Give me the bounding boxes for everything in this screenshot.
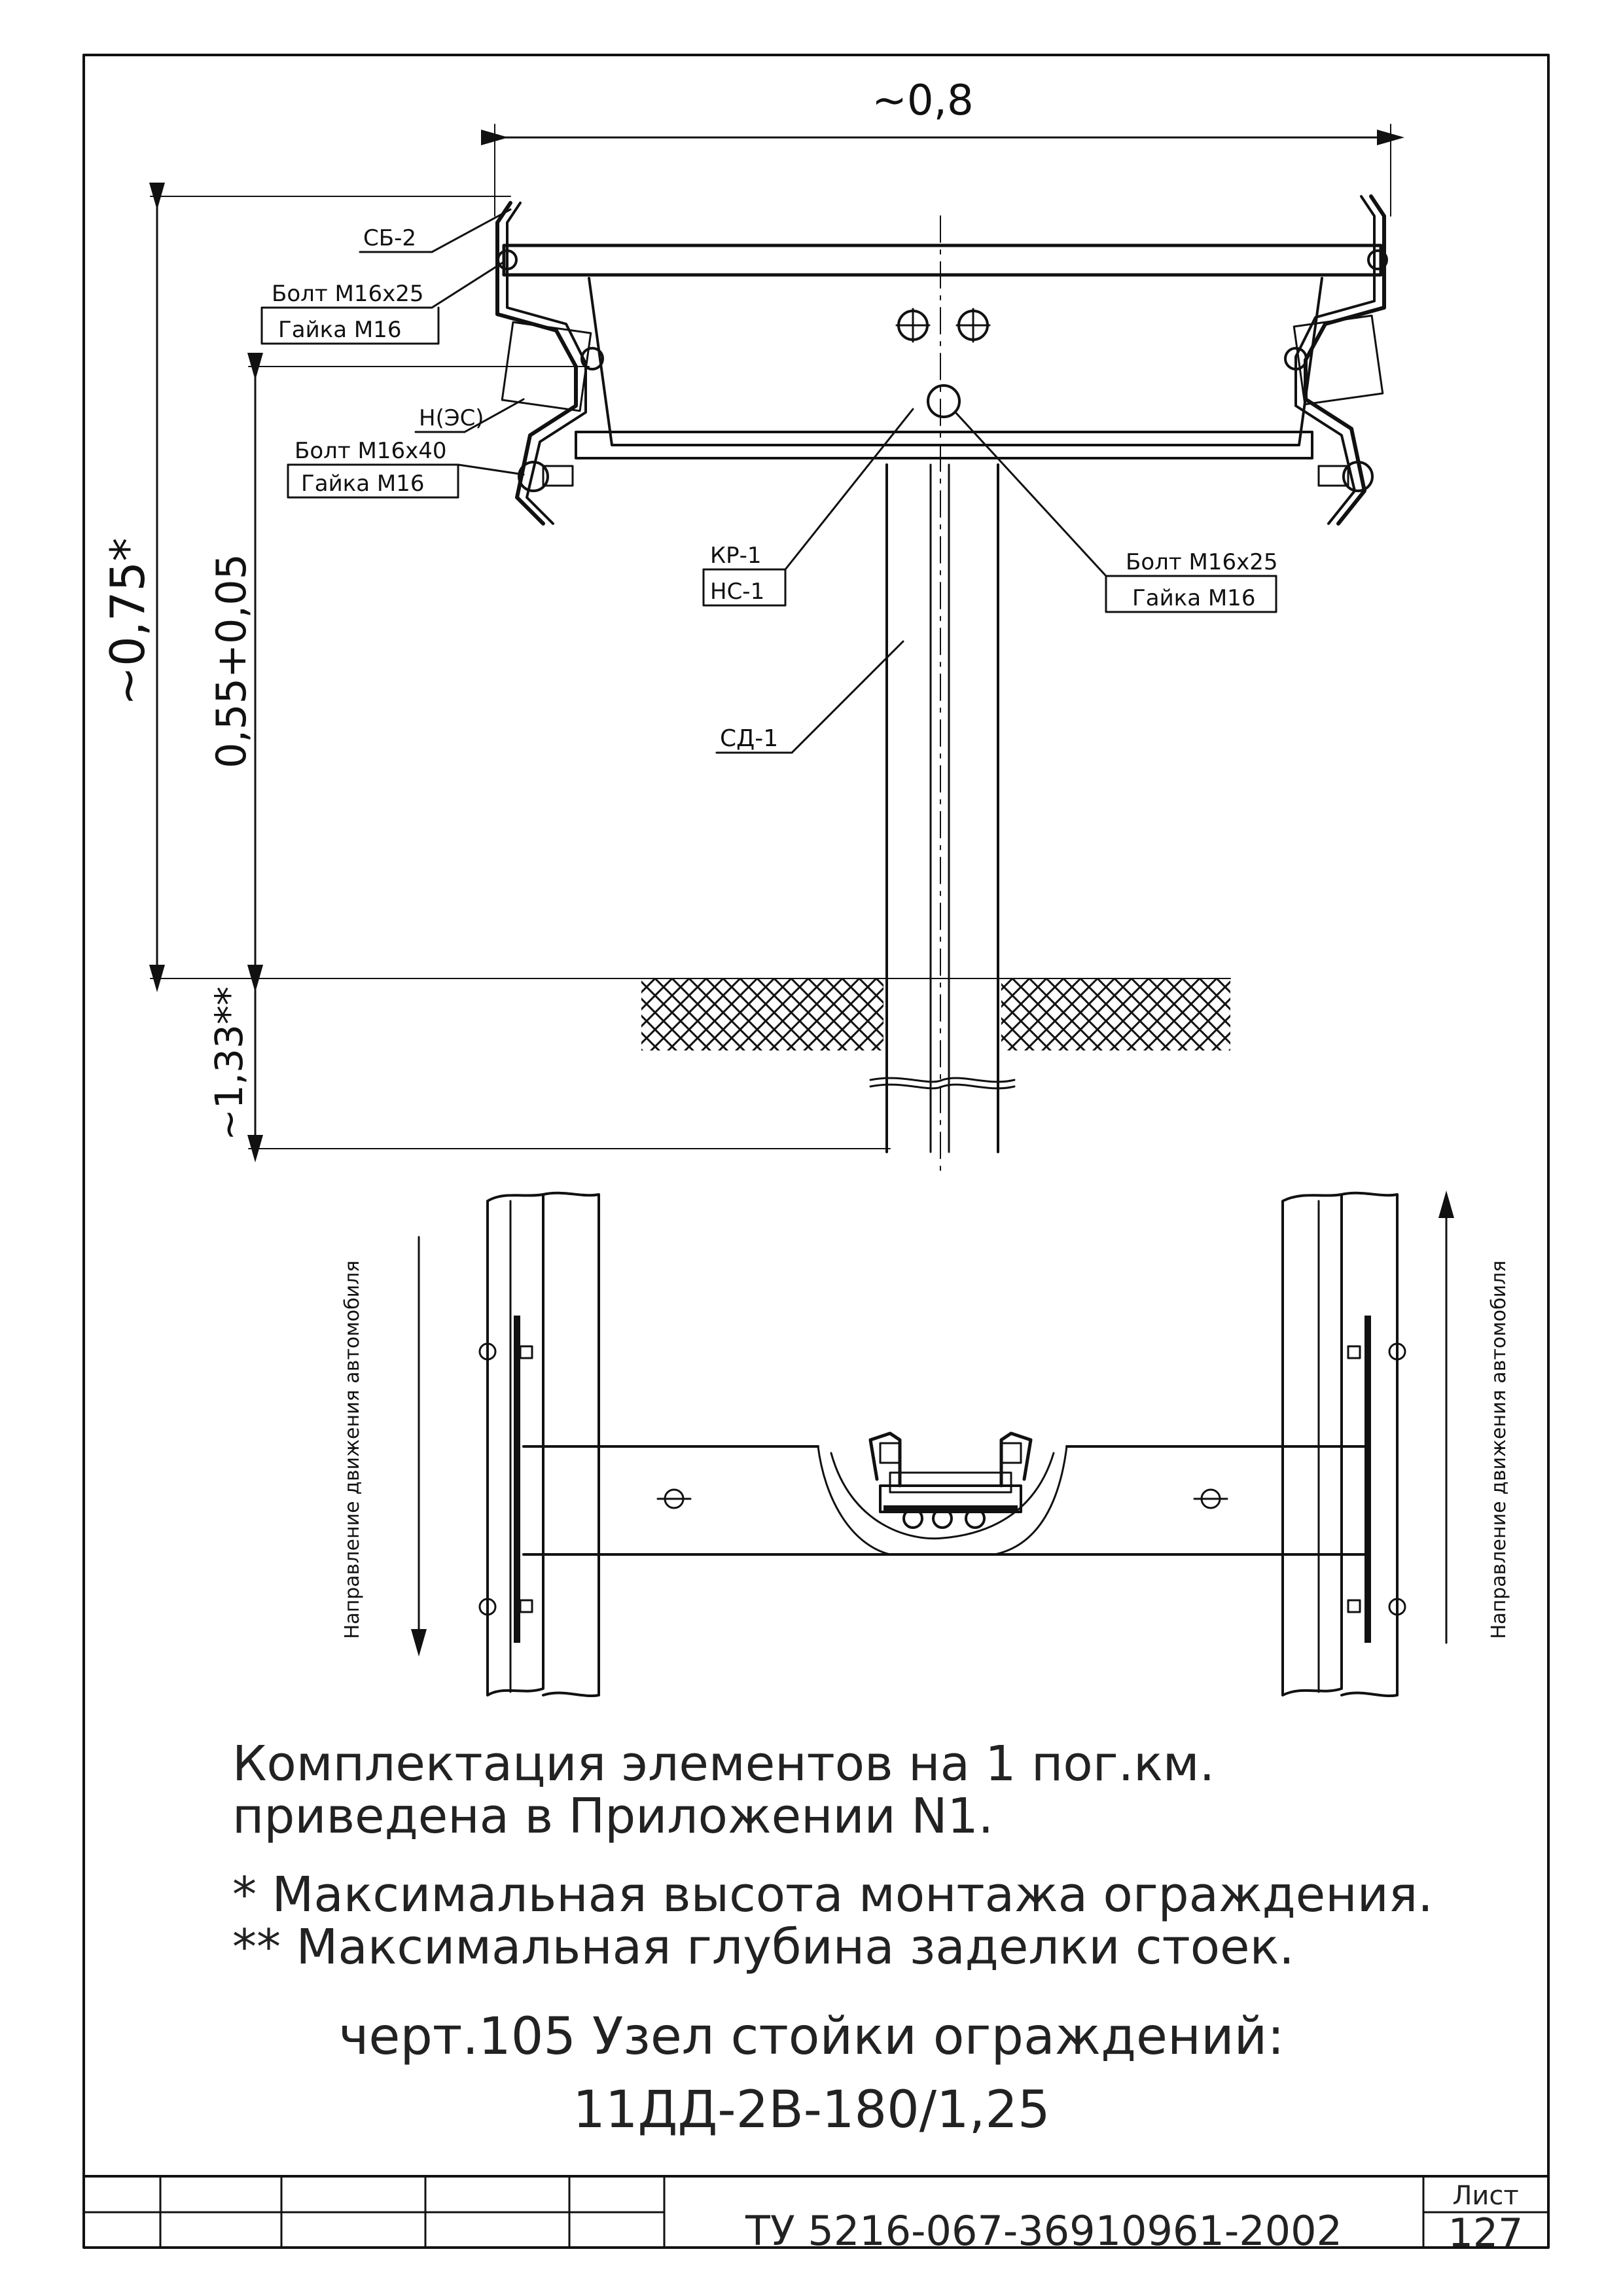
doc-code: ТУ 5216-067-36910961-2002 [745,2207,1342,2255]
left-rail [478,1191,600,1697]
title-line-1: черт.105 Узел стойки ограждений: [338,2007,1284,2066]
guardrail-beam-section [495,194,1388,526]
ground-hatch-left [641,978,883,1050]
dim-height-beam-label: 0,55+0,05 [207,554,255,768]
callouts-center: КР-1 НС-1 Болт М16x25 Гайка М16 СД-1 [702,408,1277,754]
note-line-2: приведена в Приложении N1. [232,1788,993,1844]
callout-sb2: СБ-2 [363,225,416,251]
sheet-frame [82,54,1550,2249]
direction-label-left: Направление движения автомобиля [341,1261,364,1640]
callout-n-es: Н(ЭС) [419,405,484,431]
callout-bolt-top-left: Болт М16x25 [272,281,423,307]
callout-nut-top-left: Гайка М16 [278,317,401,343]
ground-hatch-right [1001,978,1230,1050]
callout-ns1: НС-1 [710,579,764,605]
callout-nut-right: Гайка М16 [1132,585,1255,611]
note-star-2: ** Максимальная глубина заделки стоек. [232,1919,1294,1975]
title-line-2: 11ДД-2В-180/1,25 [573,2081,1050,2140]
callout-sd1: СД-1 [720,725,778,752]
post-top-detail [868,1431,1033,1529]
right-rail [1281,1191,1406,1697]
callouts-left: СБ-2 Болт М16x25 Гайка М16 Н(ЭС) Болт М1… [260,208,525,499]
section-view: ~0,8 ~0,75* 0,55+0,05 ~1,33** [100,77,1404,1172]
callout-bolt-mid-left: Болт М16x40 [294,438,446,464]
drawing-title: черт.105 Узел стойки ограждений: 11ДД-2В… [338,2007,1284,2140]
callout-nut-mid-left: Гайка М16 [301,471,424,497]
direction-label-right: Направление движения автомобиля [1488,1261,1510,1640]
notes-block: Комплектация элементов на 1 пог.км. прив… [232,1736,1433,1975]
title-block: ТУ 5216-067-36910961-2002 Лист 127 [82,2175,1550,2256]
note-star-1: * Максимальная высота монтажа ограждения… [232,1867,1433,1923]
callout-bolt-right: Болт М16x25 [1126,549,1277,575]
sheet-number: 127 [1448,2210,1524,2256]
callout-kr1: КР-1 [710,543,762,569]
sheet-label: Лист [1452,2181,1518,2211]
dim-width-label: ~0,8 [872,77,973,125]
plan-view: Направление движения автомобиля Направле… [341,1191,1510,1697]
post-sd1 [869,215,1016,1172]
dim-depth-label: ~1,33** [207,986,251,1141]
note-line-1: Комплектация элементов на 1 пог.км. [232,1736,1215,1792]
dim-height-total-label: ~0,75* [100,538,155,706]
cross-beam-plan [522,1445,1369,1556]
